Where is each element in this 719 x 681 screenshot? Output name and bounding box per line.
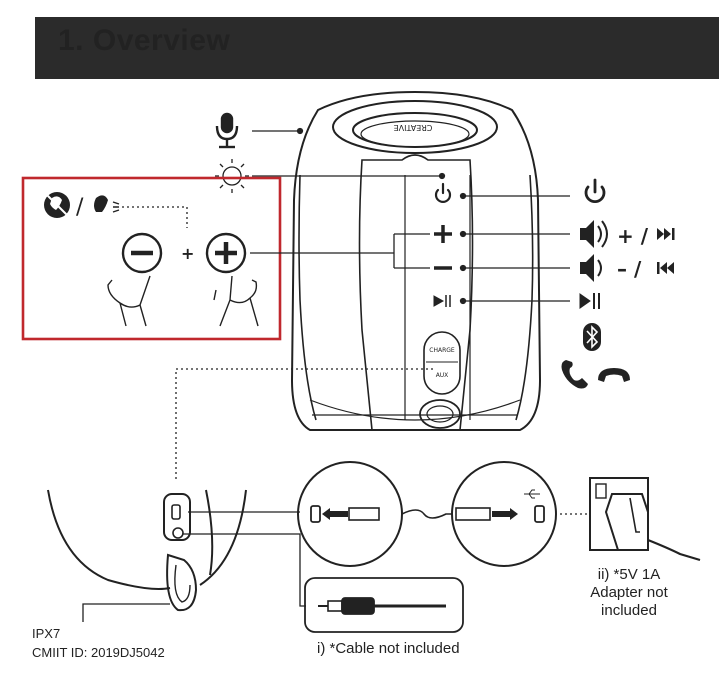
brand-logo: CREATIVE: [394, 123, 433, 132]
volume-up-action-label: + /: [617, 224, 649, 248]
mic-mute-icon: [44, 192, 70, 218]
minus-button-icon: [121, 232, 163, 274]
usb-cable-detail: [297, 461, 557, 567]
finger-press-minus-icon: [107, 275, 151, 327]
phone-answer-icon: [561, 360, 588, 389]
speaker-side-view: [47, 489, 247, 612]
bluetooth-icon: [583, 323, 601, 351]
usb-arrow-left-icon: [322, 508, 348, 520]
plus-button-icon: [205, 232, 247, 274]
page-title: 1. Overview: [58, 24, 231, 57]
header-bar: [35, 17, 719, 79]
phone-hangup-icon: [598, 368, 630, 382]
adapter-note-line1: ii) *5V 1A: [597, 566, 661, 583]
mic-unmute-icon: [94, 195, 120, 213]
ipx-rating: IPX7: [32, 626, 61, 641]
adapter-note: ii) *5V 1A Adapter not included: [573, 566, 685, 620]
previous-track-icon: [657, 262, 674, 274]
mute-callout-box: [21, 176, 282, 341]
adapter-note-line3: included: [601, 602, 657, 619]
led-indicator-icon: [215, 159, 249, 193]
usb-symbol-icon: [524, 489, 540, 499]
body-play-pause-icon: [433, 295, 451, 307]
usb-arrow-right-icon: [492, 508, 518, 520]
aux-port-label: AUX: [436, 372, 449, 379]
power-icon: [584, 178, 606, 203]
play-pause-icon: [579, 293, 600, 309]
mute-separator: /: [76, 195, 84, 220]
body-power-icon: [434, 182, 452, 203]
aux-cable-detail: [304, 577, 464, 633]
adapter-note-line2: Adapter not: [590, 584, 668, 601]
wall-adapter-icon: [589, 477, 701, 562]
plus-join-label: +: [181, 244, 194, 263]
body-plus-icon: [434, 225, 452, 243]
volume-down-action-label: – /: [617, 257, 642, 281]
charge-port-label: CHARGE: [429, 347, 455, 354]
cmiit-id: CMIIT ID: 2019DJ5042: [32, 645, 165, 660]
finger-press-plus-icon: [213, 275, 259, 327]
cable-note: i) *Cable not included: [317, 640, 460, 657]
microphone-icon: [215, 112, 239, 149]
speaker-body: [290, 90, 542, 431]
next-track-icon: [657, 228, 675, 240]
volume-up-speaker-icon: [580, 220, 608, 248]
volume-down-speaker-icon: [580, 254, 602, 282]
ipx-cmiit-caption: IPX7 CMIIT ID: 2019DJ5042: [32, 624, 165, 662]
